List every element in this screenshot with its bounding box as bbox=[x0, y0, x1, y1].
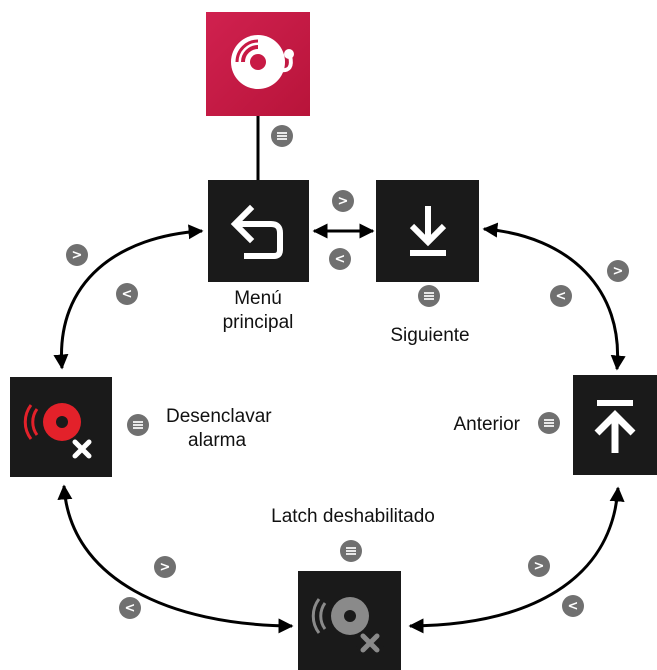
arrow-unlatch-latch bbox=[57, 484, 294, 634]
previous-tile[interactable] bbox=[573, 375, 657, 475]
download-arrow-icon bbox=[376, 180, 479, 282]
arrow-latch-previous bbox=[408, 486, 625, 634]
menu-button-icon[interactable] bbox=[538, 412, 560, 434]
menu-button-icon[interactable] bbox=[271, 125, 293, 147]
arrow-menu-unlatch bbox=[53, 224, 204, 370]
alarm-latch-disabled-icon bbox=[298, 571, 401, 670]
prev-button-badge[interactable]: < bbox=[550, 285, 572, 307]
main-menu-label: Menú principal bbox=[205, 287, 311, 335]
next-label: Siguiente bbox=[390, 325, 470, 346]
next-button-badge[interactable]: > bbox=[607, 260, 629, 282]
prev-button-badge[interactable]: < bbox=[562, 595, 584, 617]
latch-disabled-tile[interactable] bbox=[298, 571, 401, 670]
next-button-badge[interactable]: > bbox=[528, 555, 550, 577]
next-tile[interactable] bbox=[376, 180, 479, 282]
previous-label: Anterior bbox=[453, 414, 520, 435]
unlatch-label-line2: alarma bbox=[188, 430, 247, 451]
unlatch-alarm-tile[interactable] bbox=[10, 377, 112, 477]
menu-button-icon[interactable] bbox=[418, 285, 440, 307]
next-button-badge[interactable]: > bbox=[332, 190, 354, 212]
alarm-unlatch-icon bbox=[10, 377, 112, 477]
prev-button-badge[interactable]: < bbox=[116, 283, 138, 305]
return-arrow-icon bbox=[208, 180, 309, 282]
main-menu-label-line2: principal bbox=[222, 312, 294, 333]
prev-button-badge[interactable]: < bbox=[119, 597, 141, 619]
alarm-app-icon bbox=[206, 12, 310, 116]
main-menu-tile[interactable] bbox=[208, 180, 309, 282]
next-button-badge[interactable]: > bbox=[66, 244, 88, 266]
menu-button-icon[interactable] bbox=[127, 414, 149, 436]
upload-arrow-icon bbox=[573, 375, 657, 475]
prev-button-badge[interactable]: < bbox=[329, 248, 351, 270]
next-button-badge[interactable]: > bbox=[154, 556, 176, 578]
menu-button-icon[interactable] bbox=[340, 540, 362, 562]
unlatch-label-line1: Desenclavar bbox=[166, 406, 272, 427]
unlatch-label: Desenclavar alarma bbox=[166, 405, 272, 453]
arrow-next-previous bbox=[482, 222, 626, 371]
alarm-app-tile[interactable] bbox=[206, 12, 310, 116]
latch-disabled-label: Latch deshabilitado bbox=[271, 506, 435, 527]
main-menu-label-line1: Menú bbox=[234, 288, 282, 309]
